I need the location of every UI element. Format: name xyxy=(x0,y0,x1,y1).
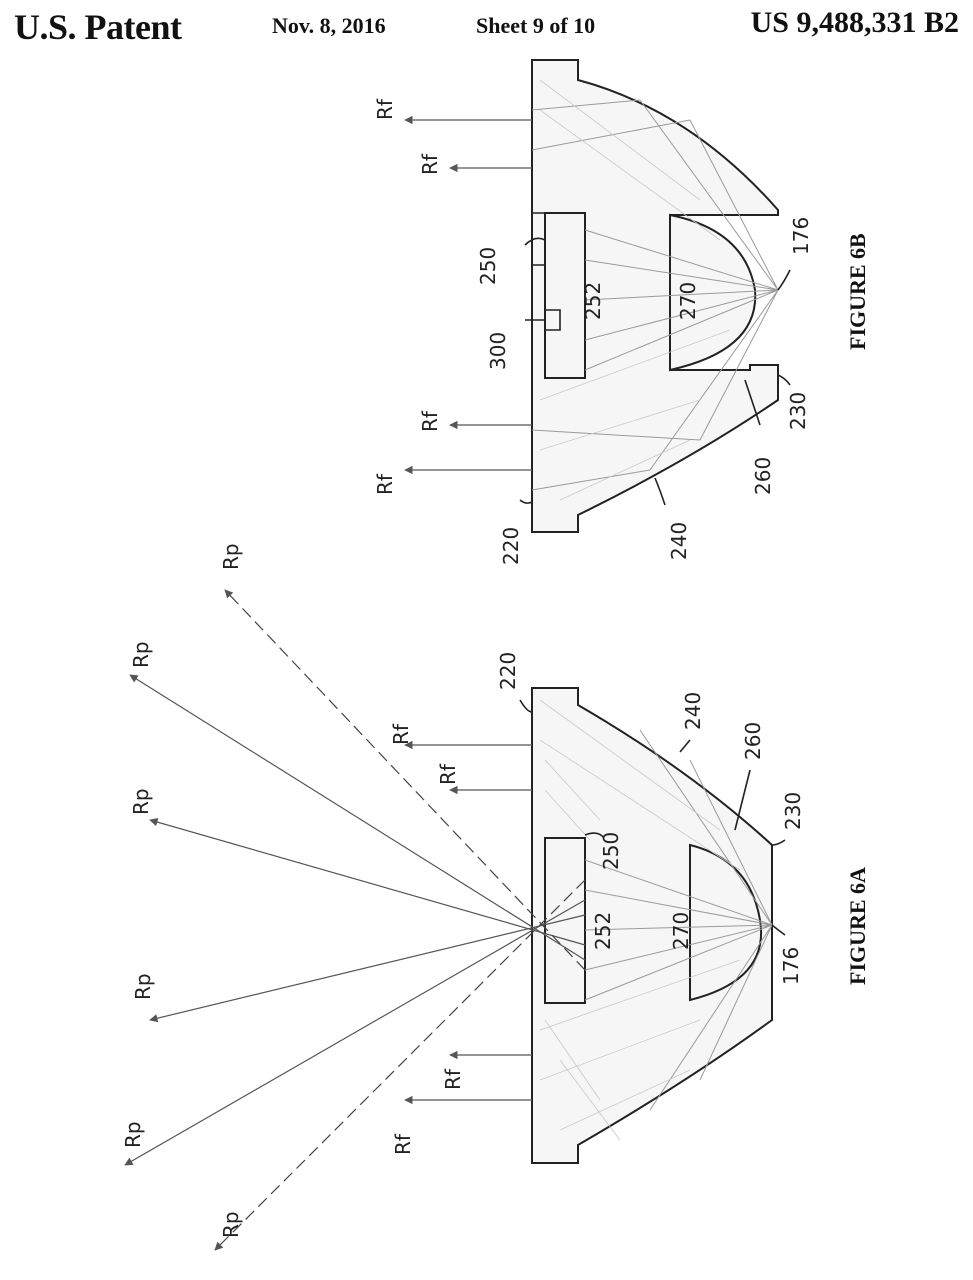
rf-label: Rf xyxy=(391,1133,415,1155)
ref-250: 250 xyxy=(599,832,623,870)
ref-176: 176 xyxy=(779,947,803,985)
rf-label: Rf xyxy=(373,473,397,495)
leader-240 xyxy=(654,477,666,506)
rp-label: Rp xyxy=(219,1211,243,1238)
ref-230: 230 xyxy=(786,392,810,430)
figure-6b-caption: FIGURE 6B xyxy=(845,233,870,350)
leader-176 xyxy=(771,924,786,936)
rf-rays-6b xyxy=(404,115,532,475)
ref-270: 270 xyxy=(676,282,700,320)
rp-label: Rp xyxy=(121,1121,145,1148)
ref-260: 260 xyxy=(751,457,775,495)
rf-label: Rf xyxy=(418,410,442,432)
rp-label: Rp xyxy=(129,788,153,815)
leader-260 xyxy=(734,769,751,831)
patent-number: US 9,488,331 B2 xyxy=(750,6,959,39)
rf-label: Rf xyxy=(441,1068,465,1090)
ref-250: 250 xyxy=(476,247,500,285)
lens-body-6a xyxy=(531,687,773,1164)
rf-label: Rf xyxy=(389,723,413,745)
component-252-6a xyxy=(544,837,586,1004)
leader-230 xyxy=(777,374,791,386)
leader-230 xyxy=(771,839,786,846)
leader-240 xyxy=(679,739,691,753)
rp-label: Rp xyxy=(219,543,243,570)
cavity-270-6b xyxy=(669,213,757,372)
ref-260: 260 xyxy=(741,722,765,760)
rf-label: Rf xyxy=(373,98,397,120)
sheet-number: Sheet 9 of 10 xyxy=(476,13,596,38)
rf-rays-6a xyxy=(404,740,532,1105)
figure-6a-caption: FIGURE 6A xyxy=(845,867,870,985)
figure-6b: Rf Rf Rf Rf 220 240 260 230 250 300 252 … xyxy=(373,59,870,565)
rf-label: Rf xyxy=(418,153,442,175)
leader-250 xyxy=(524,237,546,246)
ref-240: 240 xyxy=(681,692,705,730)
figure-6a: Rf Rf Rf Rf Rp Rp Rp Rp Rp Rp 220 240 26… xyxy=(121,543,870,1251)
leader-176 xyxy=(777,269,791,291)
leader-220 xyxy=(519,699,533,713)
ref-220: 220 xyxy=(499,527,523,565)
rp-label: Rp xyxy=(129,641,153,668)
ref-270: 270 xyxy=(669,912,693,950)
leader-220 xyxy=(519,499,533,504)
ref-176: 176 xyxy=(789,217,813,255)
ref-252: 252 xyxy=(581,282,605,320)
rp-rays-6a xyxy=(124,589,586,1251)
ref-240: 240 xyxy=(667,522,691,560)
patent-date: Nov. 8, 2016 xyxy=(272,13,386,38)
ref-220: 220 xyxy=(496,652,520,690)
internal-rays-6b xyxy=(531,79,779,501)
leader-250 xyxy=(584,832,605,839)
internal-rays-6a xyxy=(539,699,773,1141)
patent-title: U.S. Patent xyxy=(14,7,182,47)
ref-230: 230 xyxy=(781,792,805,830)
component-252-6b xyxy=(544,212,586,379)
rp-label: Rp xyxy=(131,973,155,1000)
ref-252: 252 xyxy=(591,912,615,950)
ref-300: 300 xyxy=(486,332,510,370)
rf-label: Rf xyxy=(436,763,460,785)
leader-260 xyxy=(744,379,761,426)
component-250-300-outline xyxy=(532,212,561,331)
